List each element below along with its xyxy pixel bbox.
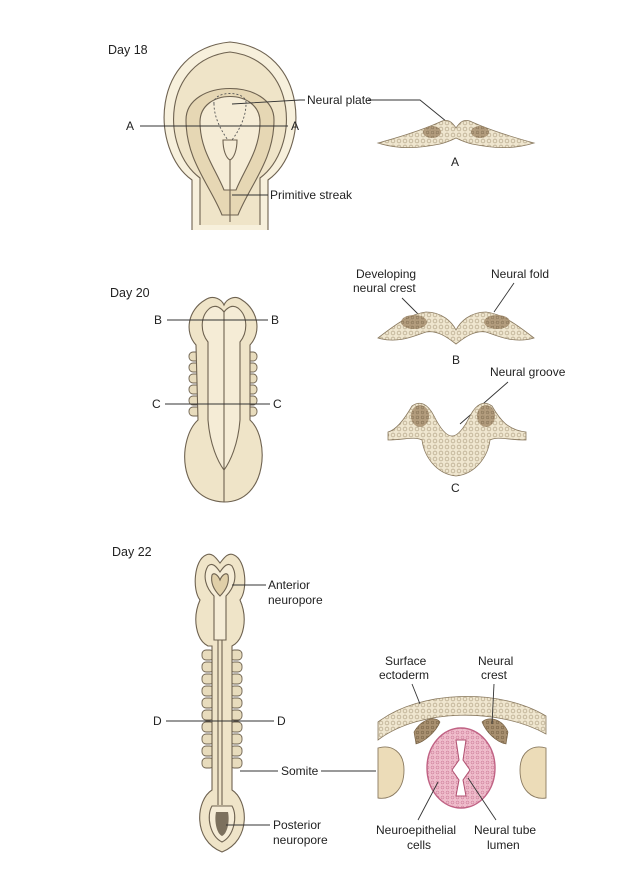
surface-ectoderm-label-2: ectoderm — [379, 668, 429, 682]
tube-lumen-label-2: lumen — [487, 838, 520, 852]
day18-title: Day 18 — [108, 43, 148, 57]
neural-plate-label: Neural plate — [307, 93, 372, 107]
section-a-label: A — [451, 155, 459, 169]
day18-embryo — [163, 41, 297, 230]
neural-fold-label: Neural fold — [491, 267, 549, 281]
neural-crest-label-2: crest — [481, 668, 508, 682]
plane-d-left-label: D — [153, 714, 162, 728]
day18-panel: Day 18 A A Neural plate Primitive streak — [108, 41, 536, 230]
developing-crest-label-2: neural crest — [353, 281, 416, 295]
developing-crest-label-1: Developing — [356, 267, 416, 281]
plane-d-right-label: D — [277, 714, 286, 728]
day20-panel: Day 20 B B — [110, 267, 566, 503]
plane-c-left-label: C — [152, 397, 161, 411]
somite-label: Somite — [281, 764, 319, 778]
day20-title: Day 20 — [110, 286, 150, 300]
section-b-label: B — [452, 353, 460, 367]
plane-b-left-label: B — [154, 313, 162, 327]
section-c — [387, 402, 527, 477]
day20-embryo — [184, 296, 263, 503]
plane-a-right-label: A — [291, 119, 299, 133]
surface-ectoderm-label-1: Surface — [385, 654, 427, 668]
posterior-neuropore-label-2: neuropore — [273, 833, 328, 847]
section-b — [377, 311, 535, 345]
day22-title: Day 22 — [112, 545, 152, 559]
anterior-neuropore-label-2: neuropore — [268, 593, 323, 607]
primitive-streak-label: Primitive streak — [270, 188, 353, 202]
day22-panel: Day 22 — [112, 545, 548, 853]
section-d — [376, 680, 548, 809]
plane-b-right-label: B — [271, 313, 279, 327]
posterior-neuropore-label-1: Posterior — [273, 818, 321, 832]
day22-embryo — [194, 553, 246, 853]
section-c-label: C — [451, 481, 460, 495]
neuroepithelial-label-2: cells — [407, 838, 431, 852]
plane-c-right-label: C — [273, 397, 282, 411]
neuroepithelial-label-1: Neuroepithelial — [376, 823, 456, 837]
neural-crest-label-1: Neural — [478, 654, 513, 668]
tube-lumen-label-1: Neural tube — [474, 823, 536, 837]
section-a — [376, 120, 536, 149]
anterior-neuropore-label-1: Anterior — [268, 578, 310, 592]
neural-groove-label: Neural groove — [490, 365, 566, 379]
plane-a-left-label: A — [126, 119, 134, 133]
